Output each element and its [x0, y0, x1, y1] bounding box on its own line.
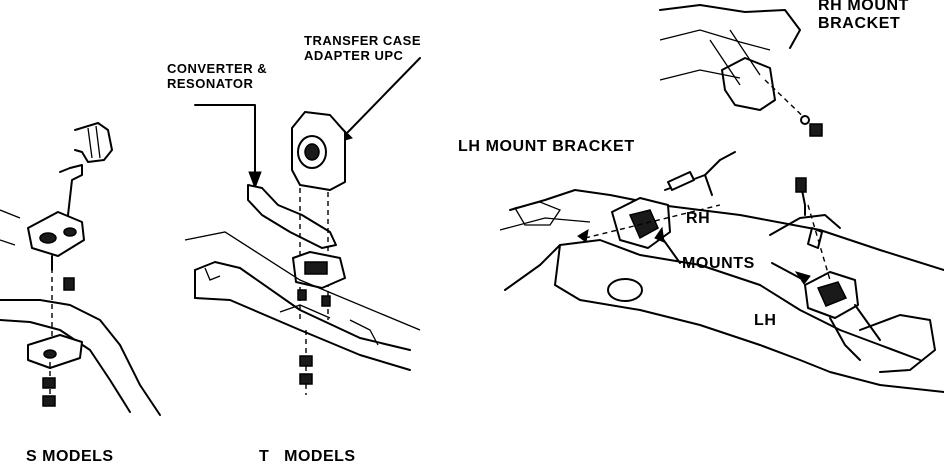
t-crossmember-top — [194, 261, 411, 351]
t-crossmember-bottom — [194, 297, 411, 371]
mounts-arrow-right — [794, 271, 811, 285]
s-models-illustration — [0, 122, 161, 416]
s-transmission-tail — [74, 122, 113, 163]
s-lower-nut — [42, 377, 56, 389]
label-lh: LH — [754, 312, 777, 329]
label-transfer-case-adapter: TRANSFER CASE ADAPTER UPC — [304, 33, 422, 63]
rh-mount-arm — [769, 214, 841, 236]
s-crossmember-top — [0, 299, 161, 416]
frame-bottom-rail — [759, 344, 944, 393]
crossmember-face — [554, 244, 761, 346]
label-converter-resonator: CONVERTER & RESONATOR — [167, 61, 268, 91]
t-models-illustration — [184, 57, 421, 395]
frame-lower-edge — [504, 239, 921, 361]
s-upper-nut — [63, 277, 75, 291]
label-lh-mount-bracket: LH MOUNT BRACKET — [458, 138, 635, 155]
t-frame-rail — [184, 231, 421, 331]
rh-engine-block — [659, 4, 801, 49]
rh-mount-bracket — [721, 57, 776, 111]
s-mount-body — [27, 211, 85, 257]
s-transmission-ribs — [87, 125, 101, 159]
s-bracket-arm — [67, 164, 83, 216]
crossmember-hole — [607, 278, 643, 302]
label-rh: RH — [686, 210, 711, 227]
label-mounts: MOUNTS — [682, 255, 755, 272]
engine-mount-illustration — [499, 4, 944, 393]
frame-end — [859, 314, 936, 373]
converter-arrow — [248, 171, 262, 190]
label-rh-mount-bracket: RH MOUNT BRACKET — [818, 0, 910, 32]
s-lower-washer — [42, 395, 56, 407]
caption-s-models: S MODELS — [26, 448, 114, 465]
caption-t-models: T MODELS — [259, 448, 356, 465]
converter-bracket — [247, 184, 337, 249]
rh-bracket-bolt — [809, 123, 823, 137]
mounts-arrow-left — [654, 226, 665, 243]
